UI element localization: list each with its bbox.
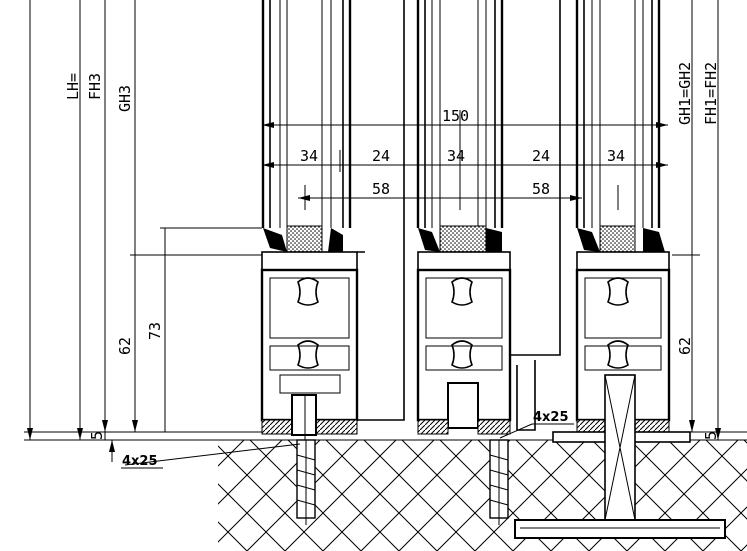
label-58-right: 58 (532, 180, 550, 198)
frame-line-2 (510, 0, 561, 356)
glass-pane-right (575, 0, 665, 253)
leader-middle (499, 423, 533, 439)
label-fh3: FH3 (86, 73, 104, 100)
adjustable-foot (514, 374, 726, 539)
profile-left (260, 251, 359, 440)
label-24-right: 24 (532, 147, 550, 165)
label-fh1-fh2: FH1=FH2 (702, 62, 720, 125)
leader-left (124, 443, 301, 466)
horizontal-dimensions (262, 110, 668, 210)
label-62-right: 62 (676, 337, 694, 355)
label-34-middle: 34 (447, 147, 465, 165)
profile-middle (416, 251, 536, 435)
label-gh3: GH3 (116, 85, 134, 112)
label-lh: LH= (64, 73, 82, 100)
label-34-right: 34 (607, 147, 625, 165)
label-34-left: 34 (300, 147, 318, 165)
label-150: 150 (442, 107, 469, 125)
glass-pane-middle (416, 0, 504, 253)
label-62-left: 62 (116, 337, 134, 355)
frame-line (357, 0, 405, 421)
glass-pane-left (261, 0, 352, 253)
label-screw-left: 4x25 (122, 454, 158, 469)
label-screw-middle: 4x25 (533, 410, 569, 425)
anchor-left (296, 439, 316, 525)
label-5-right: 5 (702, 431, 720, 440)
label-5-left: 5 (88, 431, 106, 440)
label-gh1-gh2: GH1=GH2 (676, 62, 694, 125)
vertical-dimensions (27, 0, 747, 462)
label-73: 73 (146, 322, 164, 340)
anchor-middle (489, 439, 509, 525)
label-24-left: 24 (372, 147, 390, 165)
label-58-left: 58 (372, 180, 390, 198)
